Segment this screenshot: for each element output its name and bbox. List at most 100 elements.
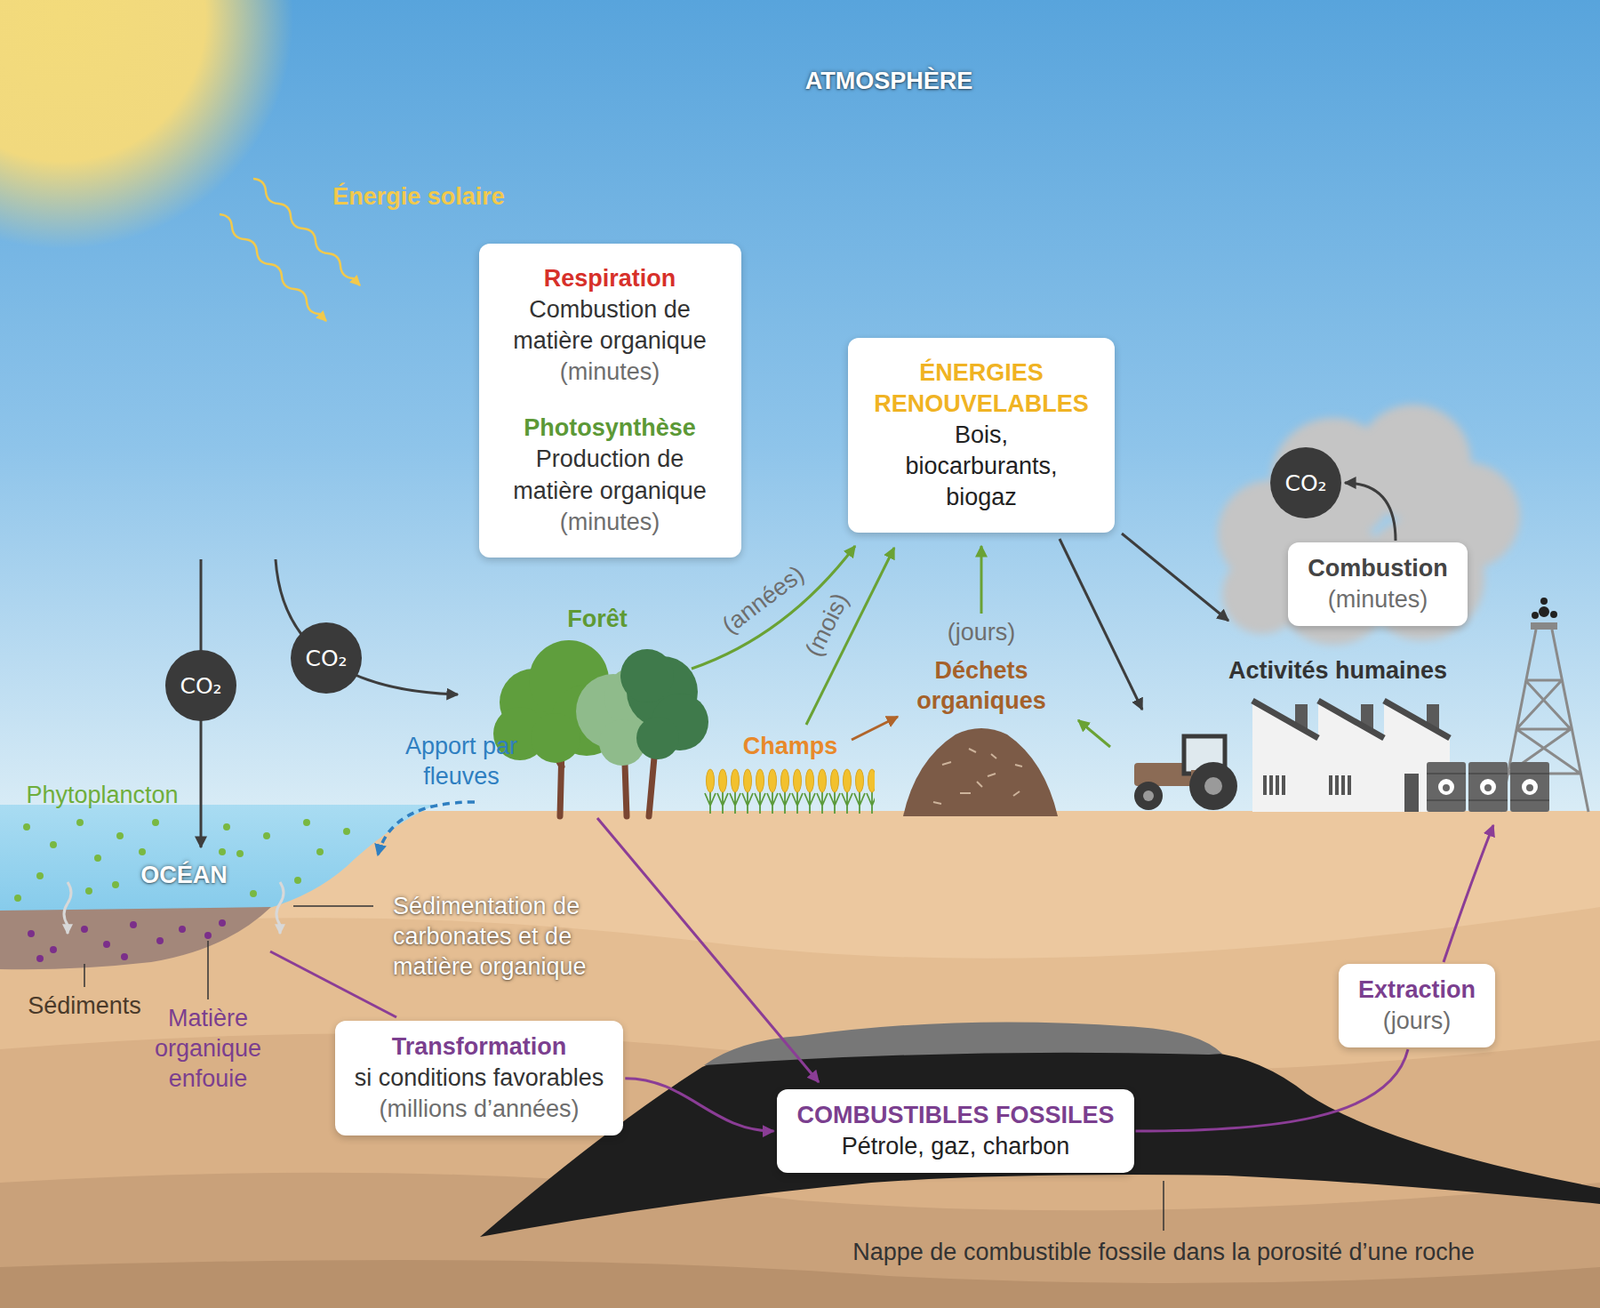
process-box: RespirationCombustion de matière organiq… [479, 243, 742, 558]
river-label: Apport par fleuves [390, 731, 533, 792]
ground-layer [0, 1172, 1600, 1308]
ground-layer [0, 1259, 1600, 1308]
buried-matter-dots [27, 919, 226, 962]
leader-line [83, 963, 86, 987]
tractor-hub [1143, 790, 1154, 801]
process-box: Transformationsi conditions favorables(m… [335, 1020, 624, 1136]
waste-arrow [851, 716, 898, 740]
co2-flow-arrow [275, 559, 458, 695]
reservoir-label: Nappe de combustible fossile dans la por… [852, 1237, 1474, 1268]
extraction-arrow [1443, 824, 1494, 962]
factory-door [1404, 773, 1419, 812]
phytoplankton-dots [14, 818, 351, 902]
node-text: (millions d’années) [354, 1093, 605, 1125]
ocean [0, 804, 436, 912]
node-text: Pétrole, gaz, charbon [796, 1130, 1114, 1162]
sun [0, 0, 294, 249]
tractor-wheel [1134, 781, 1163, 810]
node-heading: ÉNERGIES RENOUVELABLES [864, 357, 1099, 420]
burial-arrow [597, 817, 819, 1082]
forest-label: Forêt [567, 604, 628, 635]
node-heading: Extraction [1358, 974, 1476, 1006]
leader-line [207, 940, 209, 1000]
barrel-rings [1426, 773, 1550, 800]
sinking-arrow [64, 881, 72, 934]
leader-line [293, 904, 374, 907]
duration-label: (jours) [947, 617, 1016, 648]
co2-circle: CO₂ [165, 649, 237, 721]
river-input-arrow [377, 801, 475, 856]
tractor-hub [1204, 776, 1223, 795]
node-heading: CO₂ [1284, 470, 1327, 496]
node-text: Photosynthèse [495, 412, 726, 444]
node-text: (minutes) [495, 506, 726, 538]
node-heading: Respiration [495, 263, 726, 295]
energy-label: Énergie solaire [332, 182, 505, 213]
waste-arrow [1078, 720, 1111, 747]
tree-canopy [636, 716, 680, 760]
node-text: (minutes) [1307, 584, 1448, 616]
energy-box: ÉNERGIES RENOUVELABLESBois, biocarburant… [848, 337, 1115, 533]
flow-connector [624, 1078, 774, 1131]
sinking-arrow [276, 881, 284, 934]
sediment-label: Sédiments [27, 991, 142, 1022]
cap-rock [704, 1021, 1223, 1065]
node-text: si conditions favorables [354, 1062, 605, 1094]
ground-layer [0, 906, 1600, 1308]
ocean-label: OCÉAN [140, 860, 228, 891]
flow-connector [1344, 482, 1396, 541]
fossil-reservoir [480, 1051, 1600, 1237]
node-heading: Combustion [1307, 552, 1448, 584]
burial-line [270, 951, 397, 1017]
factory-windows [1263, 775, 1352, 795]
tractor [1134, 736, 1238, 810]
plankton-label: Phytoplancton [25, 780, 178, 811]
barrel-label [1438, 778, 1538, 795]
derrick-frame [1500, 629, 1589, 812]
solar-ray [219, 214, 327, 321]
compost-heap [903, 728, 1058, 816]
node-heading: COMBUSTIBLES FOSSILES [796, 1099, 1114, 1131]
fields-label: Champs [743, 731, 839, 762]
sedimentation-label: Sédimentation de carbonates et de matièr… [392, 891, 624, 982]
oil-derrick [1500, 597, 1589, 812]
fossil-box: COMBUSTIBLES FOSSILESPétrole, gaz, charb… [776, 1088, 1134, 1173]
node-heading: Transformation [354, 1031, 605, 1063]
co2-circle: CO₂ [290, 622, 362, 694]
energy-use-arrow [1121, 533, 1229, 621]
tree [493, 640, 709, 766]
waste-label: Déchets organiques [904, 656, 1060, 717]
tree-canopy [620, 648, 674, 703]
node-text: Bois, biocarburants, biogaz [892, 419, 1071, 513]
tree-canopy [530, 712, 581, 763]
buried-matter-label: Matière organique enfouie [145, 1003, 271, 1094]
factory-roof [1252, 700, 1450, 738]
flow-connector [1136, 1048, 1408, 1131]
smoke-cloud [1217, 404, 1520, 645]
node-heading: CO₂ [179, 672, 222, 699]
biomass-arrow [980, 545, 984, 614]
sediment-layer [0, 906, 272, 969]
activities-label: Activités humaines [1228, 656, 1448, 687]
node-text: Production de matière organique [503, 443, 717, 506]
oil-drop [1442, 784, 1534, 792]
node-text: (jours) [1358, 1005, 1476, 1037]
node-text: Combustion de matière organique [503, 294, 717, 357]
region-label: ATMOSPHÈRE [805, 66, 974, 97]
derrick-top [1530, 622, 1558, 630]
factory [1252, 700, 1450, 812]
biomass-arrow [691, 545, 856, 669]
energy-use-arrow [1059, 538, 1143, 710]
compost-specks [933, 748, 1023, 804]
process-box: Extraction(jours) [1338, 963, 1496, 1048]
barrels [1426, 761, 1550, 812]
node-heading: CO₂ [304, 645, 347, 672]
co2-circle: CO₂ [1270, 447, 1342, 519]
tractor-wheel [1189, 761, 1238, 810]
leader-line [1162, 1180, 1165, 1231]
process-box: Combustion(minutes) [1288, 542, 1467, 626]
oil-splash [1531, 597, 1558, 619]
corn-field [704, 764, 875, 814]
node-text: (minutes) [495, 356, 726, 388]
